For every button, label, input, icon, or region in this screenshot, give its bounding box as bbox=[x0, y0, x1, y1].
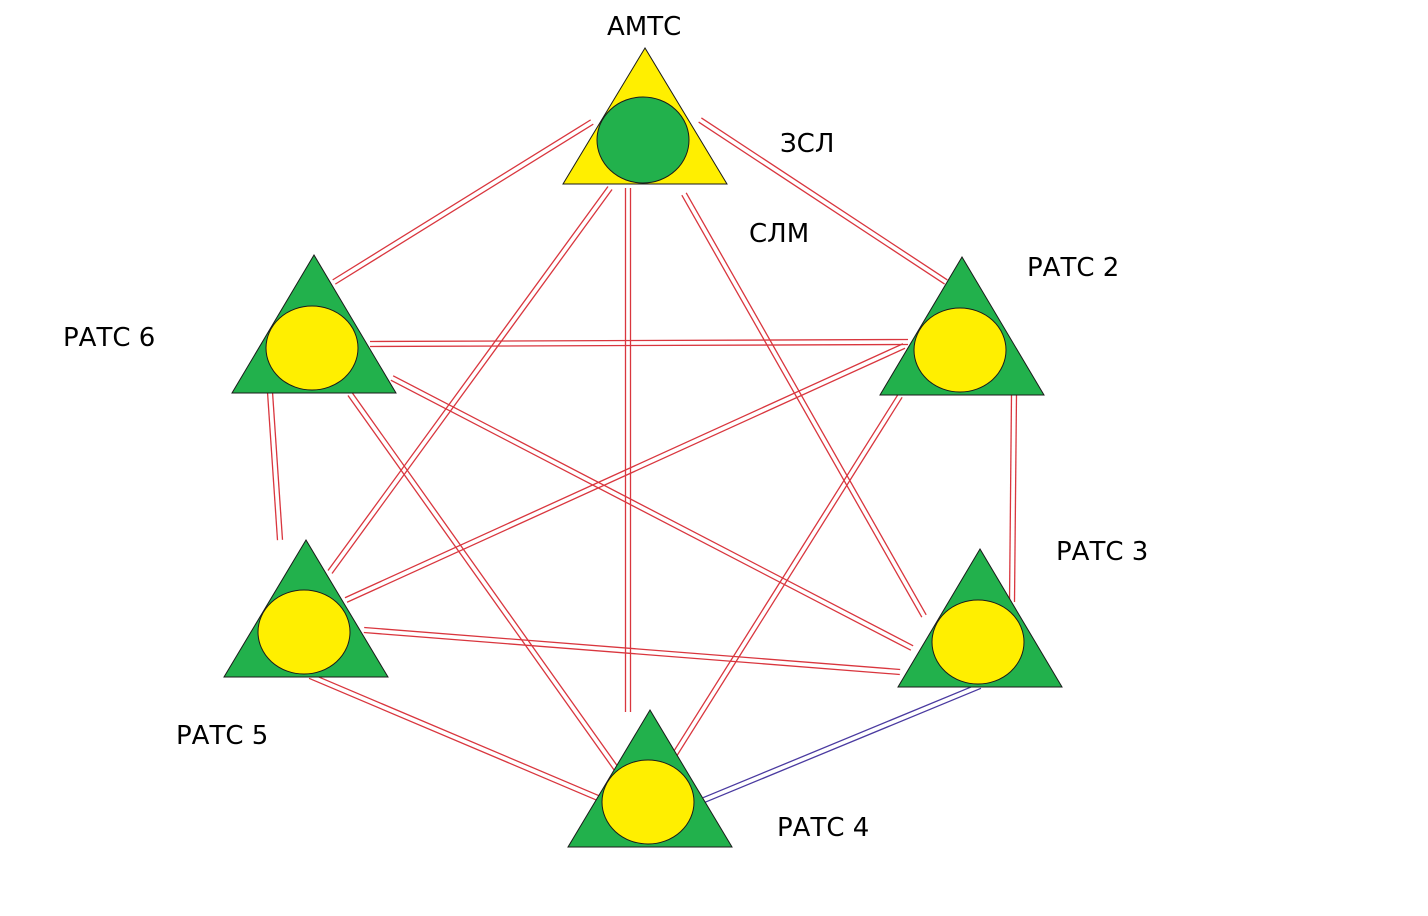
node-ratc6-circle bbox=[265, 305, 359, 391]
link-ratc2-ratc5-rail bbox=[344, 343, 904, 599]
link-ratc4-ratc5-rail bbox=[310, 673, 600, 797]
link-amts-ratc2-rail bbox=[701, 117, 948, 281]
node-label-ratc5: РАТС 5 bbox=[176, 721, 269, 751]
node-ratc6 bbox=[231, 254, 397, 394]
link-ratc2-ratc5 bbox=[344, 343, 906, 603]
link-amts-ratc2-rail bbox=[698, 121, 945, 285]
link-amts-ratc3-rail bbox=[681, 194, 923, 618]
node-ratc2-circle bbox=[913, 307, 1007, 393]
link-ratc4-ratc5 bbox=[308, 673, 600, 801]
node-label-ratc3: РАТС 3 bbox=[1056, 537, 1149, 567]
link-amts-ratc6 bbox=[332, 119, 594, 285]
link-ratc3-ratc5 bbox=[363, 626, 901, 676]
link-amts-ratc6-rail bbox=[334, 123, 594, 285]
link-amts-ratc5-rail bbox=[331, 189, 613, 574]
link-amts-ratc3 bbox=[681, 192, 927, 618]
link-ratc2-ratc6 bbox=[369, 338, 909, 348]
link-amts-ratc4 bbox=[624, 188, 632, 712]
node-ratc4 bbox=[567, 709, 733, 848]
link-ratc2-ratc3 bbox=[1008, 393, 1018, 603]
node-ratc5 bbox=[223, 539, 389, 678]
node-ratc4-circle bbox=[601, 759, 695, 845]
link-ratc2-ratc5-rail bbox=[346, 347, 906, 603]
link-ratc3-ratc4 bbox=[702, 683, 982, 803]
edges-layer bbox=[266, 117, 1018, 803]
link-ratc4-ratc6 bbox=[347, 392, 623, 776]
node-label-ratc2: РАТС 2 bbox=[1027, 253, 1120, 283]
node-amts-circle bbox=[596, 96, 690, 184]
node-ratc2 bbox=[879, 256, 1045, 396]
link-amts-ratc5 bbox=[327, 186, 613, 574]
link-ratc3-ratc6 bbox=[390, 375, 914, 651]
link-amts-ratc5-rail bbox=[327, 186, 609, 571]
node-label-amts: АМТС bbox=[607, 12, 682, 42]
link-ratc2-ratc3-rail bbox=[1008, 393, 1013, 602]
node-amts bbox=[562, 47, 728, 185]
link-ratc2-ratc6-rail bbox=[370, 343, 909, 348]
link-ratc5-ratc6-rail bbox=[266, 392, 279, 541]
node-ratc3-circle bbox=[931, 599, 1025, 685]
link-ratc4-ratc6-rail bbox=[347, 395, 619, 776]
link-ratc3-ratc5-rail bbox=[363, 631, 900, 676]
link-ratc3-ratc4-rail bbox=[704, 687, 982, 803]
link-amts-ratc6-rail bbox=[332, 119, 592, 281]
link-ratc5-ratc6 bbox=[266, 391, 284, 541]
link-ratc3-ratc5-rail bbox=[364, 626, 901, 671]
link-ratc3-ratc6-rail bbox=[392, 375, 914, 647]
link-ratc2-ratc6-rail bbox=[369, 338, 908, 343]
node-ratc3 bbox=[897, 548, 1063, 688]
link-ratc2-ratc3-rail bbox=[1013, 394, 1018, 603]
node-ratc5-circle bbox=[257, 589, 351, 675]
link-type-label-zsl: ЗСЛ bbox=[780, 129, 835, 159]
link-amts-ratc2 bbox=[698, 117, 948, 285]
link-ratc4-ratc5-rail bbox=[308, 677, 598, 801]
node-label-ratc4: РАТС 4 bbox=[777, 813, 870, 843]
nodes-layer bbox=[223, 47, 1063, 848]
link-ratc4-ratc6-rail bbox=[351, 392, 623, 773]
link-amts-ratc3-rail bbox=[685, 192, 927, 616]
link-ratc3-ratc4-rail bbox=[702, 683, 980, 799]
node-label-ratc6: РАТС 6 bbox=[63, 323, 156, 353]
link-type-label-slm: СЛМ bbox=[749, 219, 810, 249]
link-ratc5-ratc6-rail bbox=[271, 391, 284, 540]
link-ratc3-ratc6-rail bbox=[390, 379, 912, 651]
